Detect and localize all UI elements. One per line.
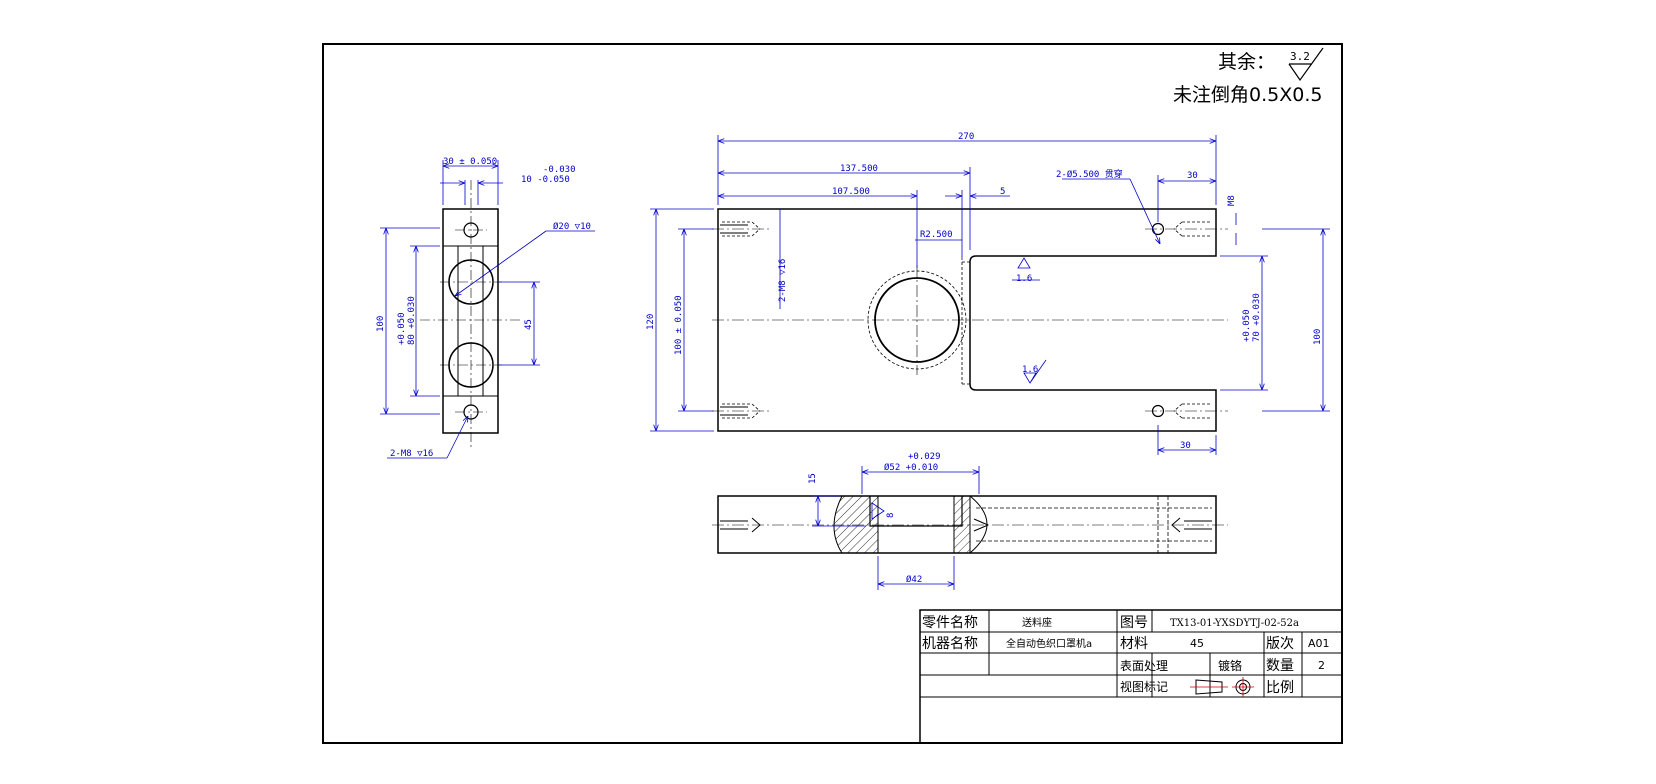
top-30-bottom-dim: 30 [1180, 441, 1191, 451]
top-100-right-dim: 100 [1313, 329, 1323, 345]
side-height-dim: 100 [376, 316, 386, 332]
top-70-dim: 70 +0.030 [1252, 293, 1262, 342]
tb-quantity-label: 数量 [1266, 658, 1294, 674]
tb-version-label: 版次 [1266, 636, 1294, 652]
top-radius-dim: R2.500 [920, 230, 953, 240]
side-threads-dim: 2-M8 ▽16 [390, 449, 433, 459]
side-counterbore-dim: Ø20 ▽10 [553, 221, 591, 232]
roughness-mark-icon [1023, 359, 1047, 384]
roughness-value: 3.2 [1290, 50, 1310, 63]
front-8-dim: 8 [886, 513, 896, 518]
roughness-b: 1.6 [1022, 365, 1038, 375]
projection-symbol-icon [1190, 677, 1254, 697]
title-block: 零件名称 送料座 图号 TX13-01-YXSDYTJ-02-52a 机器名称 … [919, 609, 1343, 744]
tb-material-label: 材料 [1120, 636, 1148, 652]
tb-surface-label: 表面处理 [1120, 659, 1168, 673]
roughness-a: 1.6 [1016, 274, 1032, 284]
roughness-prefix: 其余： [1218, 51, 1275, 73]
top-view: 270 137.500 107.500 5 R2.500 2-Ø5.500 贯穿… [646, 132, 1330, 455]
side-tol-upper: -0.030 [543, 165, 576, 175]
tb-part-name-label: 零件名称 [922, 615, 978, 631]
roughness-symbol-icon [1288, 47, 1324, 82]
top-70-tol: +0.050 [1242, 309, 1252, 342]
top-107-dim: 107.500 [832, 187, 870, 197]
top-m8-right-dim: M8 [1227, 195, 1237, 206]
tb-part-name-value: 送料座 [1022, 616, 1052, 629]
top-120-dim: 120 [646, 314, 656, 330]
front-section-view: +0.029 Ø52 +0.010 15 8 Ø42 [712, 452, 1228, 590]
top-30-dim: 30 [1187, 171, 1198, 181]
top-100-tol-dim: 100 ± 0.050 [674, 295, 684, 355]
top-length-dim: 270 [958, 132, 974, 142]
side-view: 30 ± 0.050 -0.030 10 -0.050 Ø20 ▽10 100 … [376, 157, 595, 459]
general-notes: 其余： 3.2 未注倒角0.5X0.5 [1173, 47, 1324, 106]
front-42-dim: Ø42 [906, 574, 922, 585]
side-pitch-dim: 80 +0.030 [407, 296, 417, 345]
chamfer-note: 未注倒角0.5X0.5 [1173, 84, 1322, 106]
top-holes-dim: 2-Ø5.500 贯穿 [1056, 168, 1123, 180]
tb-surface-value: 镀铬 [1218, 658, 1242, 673]
top-m8-dim: 2-M8 ▽16 [778, 259, 788, 302]
side-width-dim: 30 ± 0.050 [443, 157, 497, 167]
tb-machine-label: 机器名称 [922, 636, 978, 652]
top-137-dim: 137.500 [840, 164, 878, 174]
front-bore-dim: Ø52 +0.010 [884, 462, 938, 473]
tb-quantity-value: 2 [1318, 659, 1325, 672]
drawing-frame [322, 43, 1343, 744]
side-slot-dim: 10 -0.050 [521, 175, 570, 185]
side-hole-spacing-dim: 45 [524, 319, 534, 330]
tb-material-value: 45 [1190, 637, 1204, 650]
top-5-dim: 5 [1000, 187, 1005, 197]
tb-view-mark-label: 视图标记 [1120, 679, 1168, 694]
roughness-mark-icon [1012, 257, 1040, 281]
front-15-dim: 15 [808, 473, 818, 484]
tb-drawing-no-label: 图号 [1120, 615, 1148, 631]
tb-version-value: A01 [1308, 637, 1330, 650]
side-pitch-tol: +0.050 [397, 312, 407, 345]
front-tol-upper: +0.029 [908, 452, 941, 462]
tb-scale-label: 比例 [1266, 680, 1294, 696]
tb-machine-value: 全自动色织口罩机a [1006, 637, 1092, 650]
tb-drawing-no-value: TX13-01-YXSDYTJ-02-52a [1170, 618, 1299, 629]
